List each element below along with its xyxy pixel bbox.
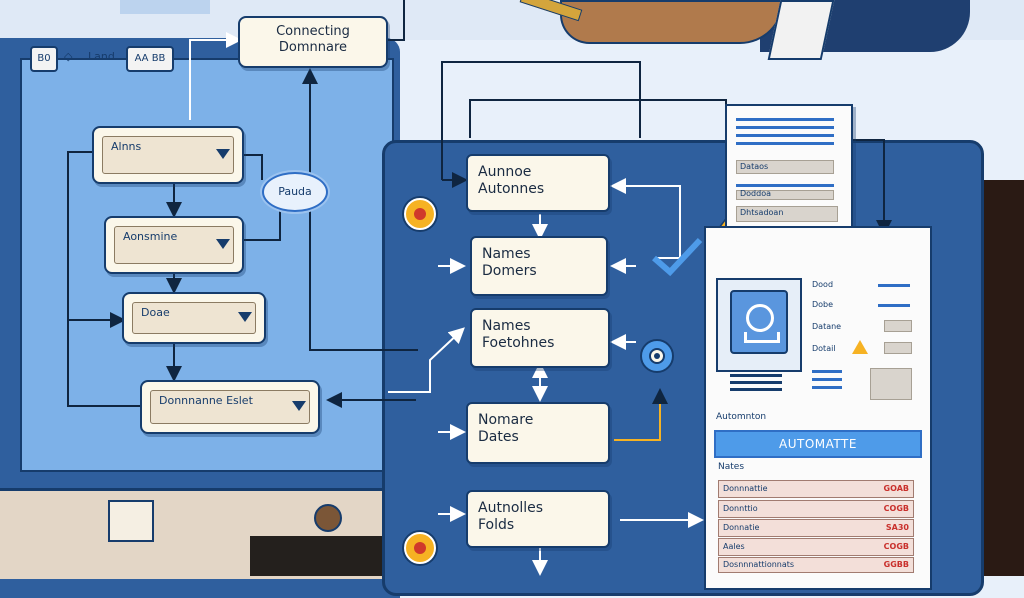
center-flow-1-line1: Aunnoe bbox=[478, 164, 532, 180]
profile-line bbox=[730, 388, 782, 391]
left-flow-label-2: Aonsmine bbox=[114, 226, 234, 264]
panel-line bbox=[736, 118, 834, 121]
left-flow-label-3: Doae bbox=[132, 302, 256, 334]
panel-field-2-label: Doddoa bbox=[740, 189, 772, 198]
panel-field-1[interactable] bbox=[736, 160, 834, 174]
alert-badge-icon bbox=[404, 198, 436, 230]
side-label-4: Dotail bbox=[812, 344, 836, 353]
side-line bbox=[812, 378, 842, 381]
tab-b0[interactable]: B0 bbox=[30, 46, 58, 72]
avatar-icon[interactable] bbox=[730, 290, 788, 354]
panel-field-3[interactable] bbox=[736, 206, 838, 222]
center-flow-3-line2: Foetohnes bbox=[482, 335, 555, 351]
center-flow-2-line2: Domers bbox=[482, 263, 537, 279]
chevron-down-icon bbox=[216, 239, 230, 249]
warning-icon bbox=[852, 340, 868, 354]
side-line bbox=[812, 370, 842, 373]
tab-separator-icon: ◇ bbox=[64, 50, 73, 63]
panel-line bbox=[736, 134, 834, 137]
panel-field-3-label: Dhtsadoan bbox=[740, 208, 784, 217]
top-connecting-box[interactable]: Connecting Domnnare bbox=[238, 16, 388, 68]
center-flow-3-line1: Names bbox=[482, 318, 531, 334]
side-label-3: Datane bbox=[812, 322, 842, 331]
left-flow-label-1: Alnns bbox=[102, 136, 234, 174]
side-line bbox=[812, 386, 842, 389]
notes-title: Nates bbox=[718, 462, 745, 472]
left-flow-box-1[interactable]: Alnns bbox=[92, 126, 244, 184]
side-label-1: Dood bbox=[812, 280, 834, 289]
profile-line bbox=[730, 381, 782, 384]
left-flow-label-4: Donnnanne Eslet bbox=[150, 390, 310, 424]
left-flow-box-3[interactable]: Doae bbox=[122, 292, 266, 344]
center-flow-box-5[interactable]: Autnolles Folds bbox=[466, 490, 610, 548]
panel-line bbox=[736, 126, 834, 129]
panel-field-1-label: Dataos bbox=[740, 162, 769, 171]
center-flow-4-line2: Dates bbox=[478, 429, 519, 445]
gear-icon bbox=[640, 339, 674, 373]
chevron-down-icon bbox=[292, 401, 306, 411]
top-box-line1: Connecting bbox=[276, 24, 350, 39]
center-flow-box-1[interactable]: Aunnoe Autonnes bbox=[466, 154, 610, 212]
desk-stand bbox=[250, 536, 390, 576]
chevron-down-icon bbox=[216, 149, 230, 159]
pauda-oval[interactable]: Pauda bbox=[262, 172, 328, 212]
monitor-button bbox=[314, 504, 342, 532]
chevron-down-icon bbox=[238, 312, 252, 322]
tab-aabb[interactable]: AA BB bbox=[126, 46, 174, 72]
left-flow-box-2[interactable]: Aonsmine bbox=[104, 216, 244, 274]
panel-field-2[interactable] bbox=[736, 190, 834, 200]
side-value-line bbox=[878, 304, 910, 307]
side-value-line bbox=[878, 284, 910, 287]
center-flow-5-line1: Autnolles bbox=[478, 500, 544, 516]
panel-line bbox=[736, 184, 834, 187]
center-flow-5-line2: Folds bbox=[478, 517, 515, 533]
background-strip bbox=[120, 0, 210, 14]
center-flow-2-line1: Names bbox=[482, 246, 531, 262]
alert-badge-icon bbox=[404, 532, 436, 564]
side-label-2: Dobe bbox=[812, 300, 834, 309]
center-flow-box-3[interactable]: Names Foetohnes bbox=[470, 308, 610, 368]
left-flow-box-4[interactable]: Donnnanne Eslet bbox=[140, 380, 320, 434]
side-block bbox=[870, 368, 912, 400]
center-flow-box-2[interactable]: Names Domers bbox=[470, 236, 608, 296]
center-flow-box-4[interactable]: Nomare Dates bbox=[466, 402, 610, 464]
profile-line bbox=[730, 374, 782, 377]
top-box-line2: Domnnare bbox=[278, 40, 348, 55]
sticky-note bbox=[108, 500, 154, 542]
panel-line bbox=[736, 142, 834, 145]
side-value-field[interactable] bbox=[884, 342, 912, 354]
section-title: Automnton bbox=[716, 412, 767, 422]
center-flow-4-line1: Nomare bbox=[478, 412, 534, 428]
tab-land[interactable]: Land bbox=[88, 50, 115, 63]
automate-button[interactable]: AUTOMATTE bbox=[714, 430, 922, 458]
center-flow-1-line2: Autonnes bbox=[478, 181, 545, 197]
side-value-field[interactable] bbox=[884, 320, 912, 332]
